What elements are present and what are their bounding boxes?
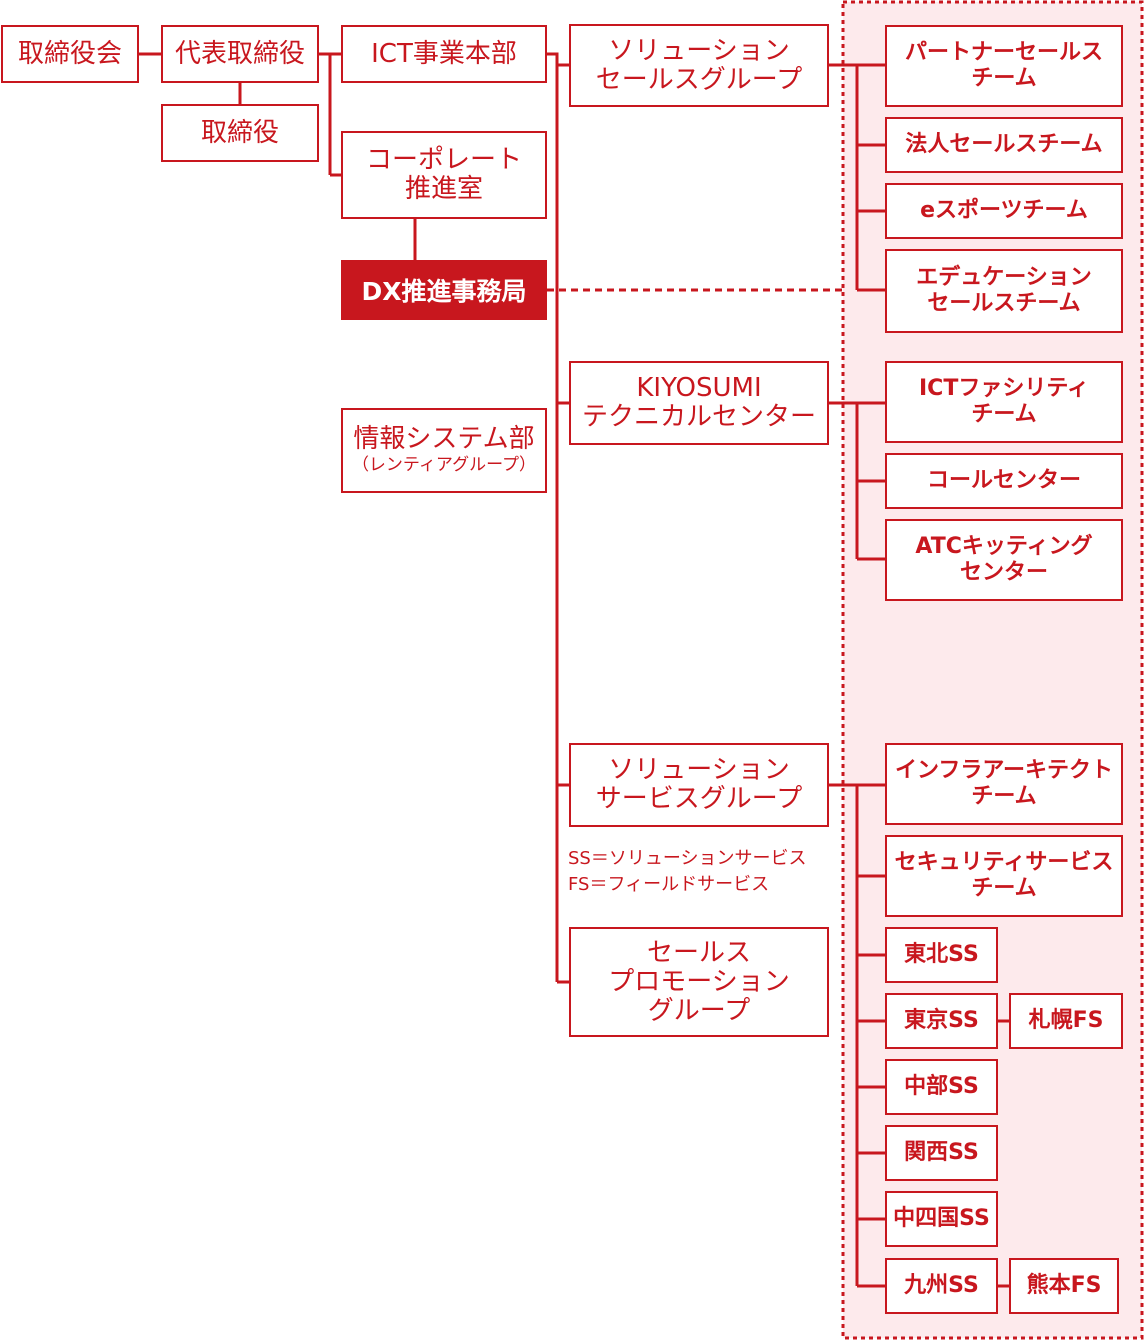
note-ss: SS＝ソリューションサービス xyxy=(568,848,807,869)
kansai-ss-label: 関西SS xyxy=(904,1140,979,1165)
infra-architect-team-label-1: インフラアーキテクト xyxy=(894,758,1114,783)
note-fs: FS＝フィールドサービス xyxy=(568,874,770,895)
solution-sales-group-label-1: ソリューション xyxy=(608,35,790,66)
sales-promotion-group-label-1: セールス xyxy=(646,937,751,968)
sales-promotion-group-box: セールス プロモーション グループ xyxy=(569,927,829,1037)
solution-service-group-label-1: ソリューション xyxy=(608,755,790,785)
kyushu-ss-box: 九州SS xyxy=(885,1258,998,1314)
sales-promotion-group-label-3: グループ xyxy=(647,995,751,1026)
tokyo-ss-box: 東京SS xyxy=(885,993,998,1049)
chushikoku-ss-label: 中四国SS xyxy=(893,1206,990,1231)
sapporo-fs-box: 札幌FS xyxy=(1009,993,1123,1049)
partner-sales-team-label-1: パートナーセールス xyxy=(904,40,1103,65)
atc-kitting-center-box: ATCキッティング センター xyxy=(885,519,1123,601)
ceo-label: 代表取締役 xyxy=(174,39,305,69)
corporate-office-label-1: コーポレート xyxy=(365,145,522,175)
connector xyxy=(547,52,559,982)
solution-service-group-box: ソリューション サービスグループ xyxy=(569,743,829,827)
infra-architect-team-box: インフラアーキテクト チーム xyxy=(885,743,1123,825)
corporate-office-box: コーポレート 推進室 xyxy=(341,131,547,219)
connector xyxy=(998,1019,1009,1288)
education-sales-team-box: エデュケーション セールスチーム xyxy=(885,249,1123,333)
kumamoto-fs-box: 熊本FS xyxy=(1009,1258,1119,1314)
solution-service-group-label-2: サービスグループ xyxy=(595,784,803,814)
atc-kitting-center-label-1: ATCキッティング xyxy=(915,534,1093,559)
info-systems-sublabel: （レンティアグループ） xyxy=(351,455,537,475)
ict-division-label: ICT事業本部 xyxy=(371,39,517,69)
call-center-label: コールセンター xyxy=(926,468,1081,493)
tohoku-ss-label: 東北SS xyxy=(904,942,979,967)
kansai-ss-box: 関西SS xyxy=(885,1125,998,1181)
sapporo-fs-label: 札幌FS xyxy=(1028,1008,1104,1033)
education-sales-team-label-1: エデュケーション xyxy=(916,265,1092,290)
dx-office-label: DX推進事務局 xyxy=(361,277,527,306)
info-systems-label: 情報システム部 xyxy=(353,424,535,454)
education-sales-team-label-2: セールスチーム xyxy=(927,291,1081,316)
tohoku-ss-box: 東北SS xyxy=(885,927,998,983)
connector xyxy=(829,401,885,561)
tokyo-ss-label: 東京SS xyxy=(904,1008,979,1033)
chubu-ss-label: 中部SS xyxy=(904,1074,979,1099)
ict-facility-team-label-2: チーム xyxy=(971,402,1037,427)
partner-sales-team-box: パートナーセールス チーム xyxy=(885,25,1123,107)
solution-sales-group-label-2: セールスグループ xyxy=(595,64,803,95)
director-box: 取締役 xyxy=(161,104,319,162)
security-service-team-label-2: チーム xyxy=(971,876,1037,901)
kyushu-ss-label: 九州SS xyxy=(904,1273,979,1298)
call-center-box: コールセンター xyxy=(885,453,1123,509)
board-label: 取締役会 xyxy=(17,39,122,69)
kumamoto-fs-label: 熊本FS xyxy=(1026,1273,1102,1298)
connector xyxy=(557,63,569,984)
security-service-team-label-1: セキュリティサービス xyxy=(894,850,1114,875)
kiyosumi-center-label-1: KIYOSUMI xyxy=(636,373,762,403)
corporate-sales-team-box: 法人セールスチーム xyxy=(885,117,1123,173)
partner-sales-team-label-2: チーム xyxy=(971,66,1037,91)
dx-office-box: DX推進事務局 xyxy=(341,260,547,320)
connector xyxy=(829,783,885,1288)
infra-architect-team-label-2: チーム xyxy=(971,784,1037,809)
chushikoku-ss-box: 中四国SS xyxy=(885,1191,998,1247)
board-box: 取締役会 xyxy=(1,25,139,83)
corporate-office-label-2: 推進室 xyxy=(404,174,483,204)
connector xyxy=(319,52,341,177)
ict-facility-team-label-1: ICTファシリティ xyxy=(918,376,1090,401)
kiyosumi-center-label-2: テクニカルセンター xyxy=(581,402,816,432)
esports-team-box: eスポーツチーム xyxy=(885,183,1123,239)
ict-division-box: ICT事業本部 xyxy=(341,25,547,83)
abbreviation-notes: SS＝ソリューションサービス FS＝フィールドサービス xyxy=(568,846,807,898)
connector xyxy=(829,63,885,292)
ceo-box: 代表取締役 xyxy=(161,25,319,83)
atc-kitting-center-label-2: センター xyxy=(959,560,1048,585)
solution-sales-group-box: ソリューション セールスグループ xyxy=(569,24,829,107)
director-label: 取締役 xyxy=(200,118,279,148)
corporate-sales-team-label: 法人セールスチーム xyxy=(905,132,1103,157)
esports-team-label: eスポーツチーム xyxy=(920,198,1088,223)
ict-facility-team-box: ICTファシリティ チーム xyxy=(885,361,1123,443)
info-systems-box: 情報システム部 （レンティアグループ） xyxy=(341,408,547,493)
kiyosumi-center-box: KIYOSUMI テクニカルセンター xyxy=(569,361,829,445)
chubu-ss-box: 中部SS xyxy=(885,1059,998,1115)
sales-promotion-group-label-2: プロモーション xyxy=(608,966,790,997)
security-service-team-box: セキュリティサービス チーム xyxy=(885,835,1123,917)
